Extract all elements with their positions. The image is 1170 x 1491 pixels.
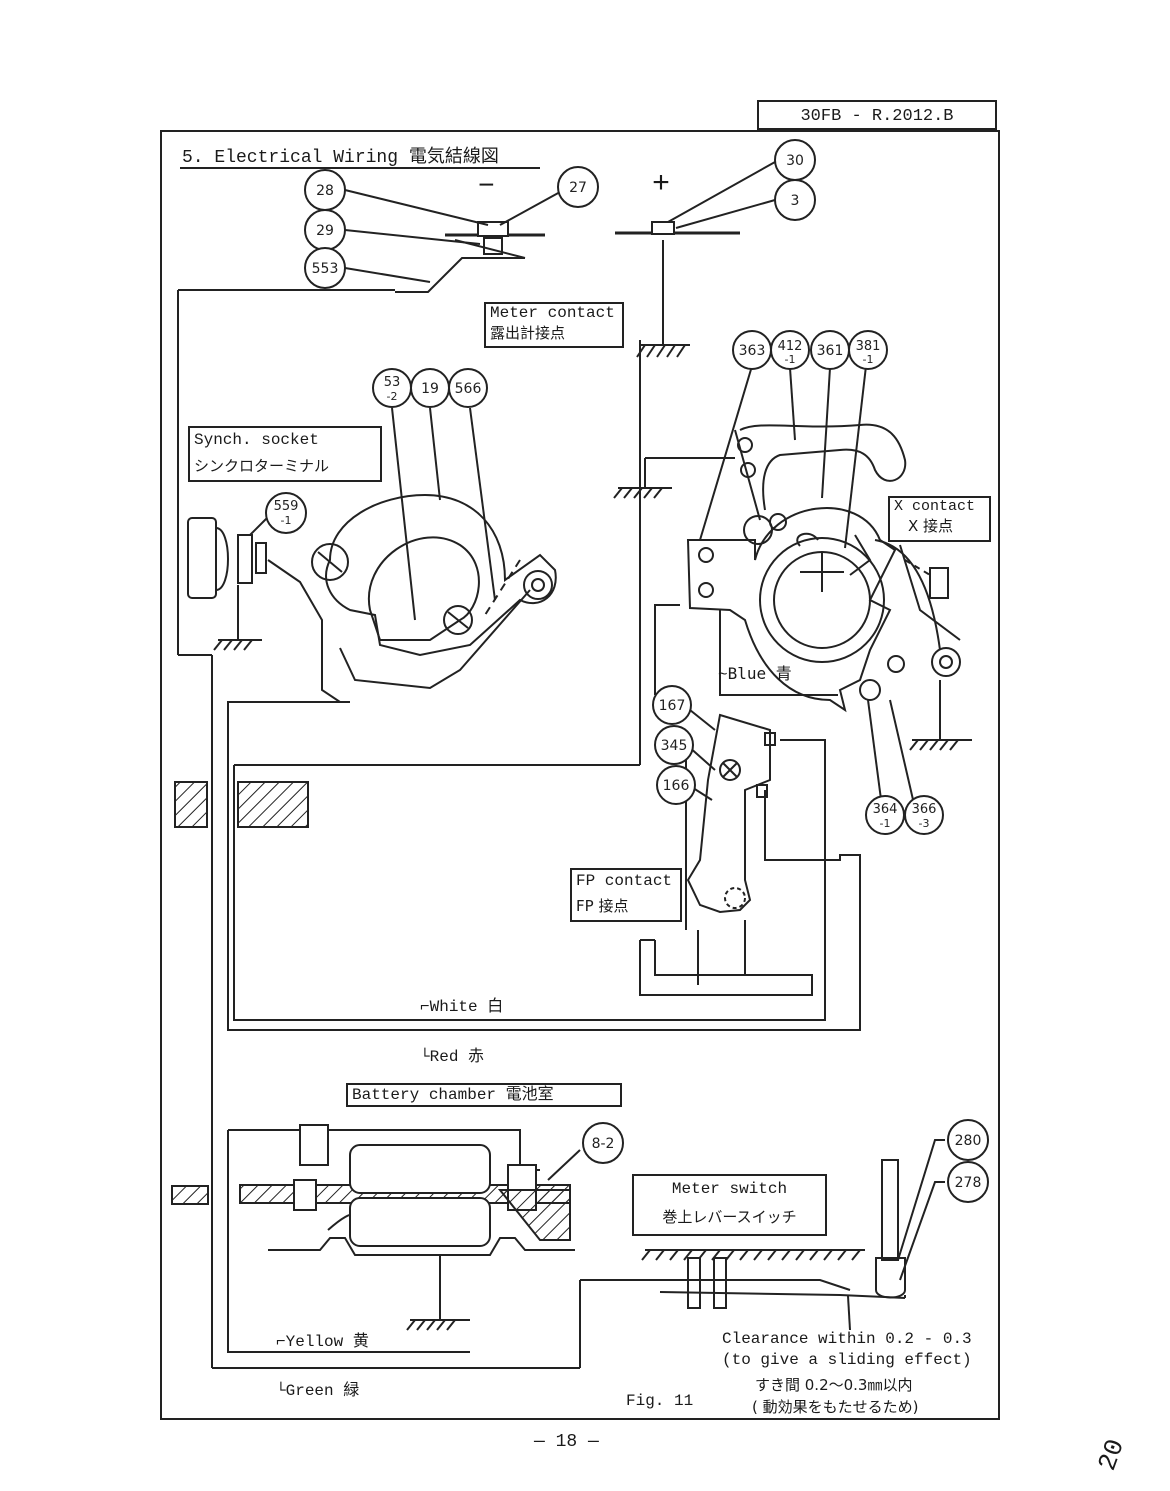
svg-text:381: 381	[856, 339, 881, 354]
synch-socket-label: Synch. socket シンクロターミナル	[188, 426, 382, 482]
svg-text:53: 53	[384, 375, 401, 390]
svg-text:-1: -1	[863, 353, 874, 366]
svg-text:28: 28	[316, 183, 334, 199]
callout-553: 553	[304, 247, 346, 289]
svg-text:-1: -1	[785, 353, 796, 366]
callout-29: 29	[304, 209, 346, 251]
callout-366: 366-3	[904, 795, 944, 835]
callout-30: 30	[774, 139, 816, 181]
svg-text:-1: -1	[880, 817, 891, 830]
callout-53: 53-2	[372, 368, 412, 408]
svg-text:-1: -1	[281, 514, 292, 527]
minus-sign: −	[478, 172, 495, 203]
svg-text:-2: -2	[387, 390, 398, 403]
callout-19: 19	[410, 368, 450, 408]
svg-text:345: 345	[661, 738, 688, 754]
callout-381: 381-1	[848, 330, 888, 370]
x-contact-label: X contact X 接点	[888, 496, 991, 542]
svg-text:364: 364	[873, 802, 898, 817]
svg-text:278: 278	[955, 1175, 982, 1191]
callout-8-2: 8-2	[582, 1122, 624, 1164]
callout-559: 559-1	[265, 492, 307, 534]
callout-412: 412-1	[770, 330, 810, 370]
svg-text:3: 3	[791, 193, 800, 209]
wire-label-blue: ~Blue 青	[718, 664, 792, 684]
svg-text:566: 566	[455, 381, 482, 397]
wire-label-white: ⌐White 白	[420, 998, 504, 1016]
svg-text:19: 19	[421, 381, 439, 397]
svg-text:280: 280	[955, 1133, 982, 1149]
svg-text:553: 553	[312, 261, 339, 277]
svg-text:167: 167	[659, 698, 686, 714]
callout-167: 167	[652, 685, 692, 725]
svg-text:27: 27	[569, 180, 587, 196]
figure-label: Fig. 11	[626, 1392, 694, 1410]
svg-text:366: 366	[912, 802, 937, 817]
wire-label-yellow: ⌐Yellow 黄	[276, 1333, 369, 1351]
svg-text:363: 363	[739, 343, 766, 359]
document-id: 30FB - R.2012.B	[757, 100, 997, 130]
page-number: — 18 —	[534, 1432, 599, 1452]
callout-364: 364-1	[865, 795, 905, 835]
callout-28: 28	[304, 169, 346, 211]
clearance-note-line-3: すき間 0.2〜0.3㎜以内	[755, 1376, 913, 1394]
svg-text:8-2: 8-2	[592, 1136, 615, 1152]
clearance-note-line-4: ( 動効果をもたせるため)	[752, 1398, 919, 1416]
clearance-note-line-1: Clearance within 0.2 - 0.3	[722, 1330, 972, 1348]
callout-278: 278	[947, 1161, 989, 1203]
svg-text:361: 361	[817, 343, 844, 359]
svg-text:-3: -3	[919, 817, 930, 830]
svg-text:559: 559	[274, 499, 299, 514]
svg-text:412: 412	[778, 339, 803, 354]
wire-label-red: └Red 赤	[420, 1048, 485, 1066]
callout-566: 566	[448, 368, 488, 408]
page-frame	[160, 130, 1000, 1420]
wire-label-green: └Green 緑	[276, 1382, 360, 1400]
callout-280: 280	[947, 1119, 989, 1161]
plus-sign: +	[652, 168, 671, 202]
callout-27: 27	[557, 166, 599, 208]
callout-363: 363	[732, 330, 772, 370]
svg-text:166: 166	[663, 778, 690, 794]
callout-345: 345	[654, 725, 694, 765]
section-title: 5. Electrical Wiring 電気結線図	[182, 148, 499, 168]
svg-text:29: 29	[316, 223, 334, 239]
meter-switch-label: Meter switch 巻上レバースイッチ	[632, 1174, 827, 1236]
callout-166: 166	[656, 765, 696, 805]
svg-text:30: 30	[786, 153, 804, 169]
callout-361: 361	[810, 330, 850, 370]
clearance-note-line-2: (to give a sliding effect)	[722, 1351, 972, 1369]
meter-contact-label: Meter contact 露出計接点	[484, 302, 624, 348]
callout-3: 3	[774, 179, 816, 221]
fp-contact-label: FP contact FP 接点	[570, 868, 682, 922]
battery-chamber-label: Battery chamber 電池室	[346, 1083, 622, 1107]
